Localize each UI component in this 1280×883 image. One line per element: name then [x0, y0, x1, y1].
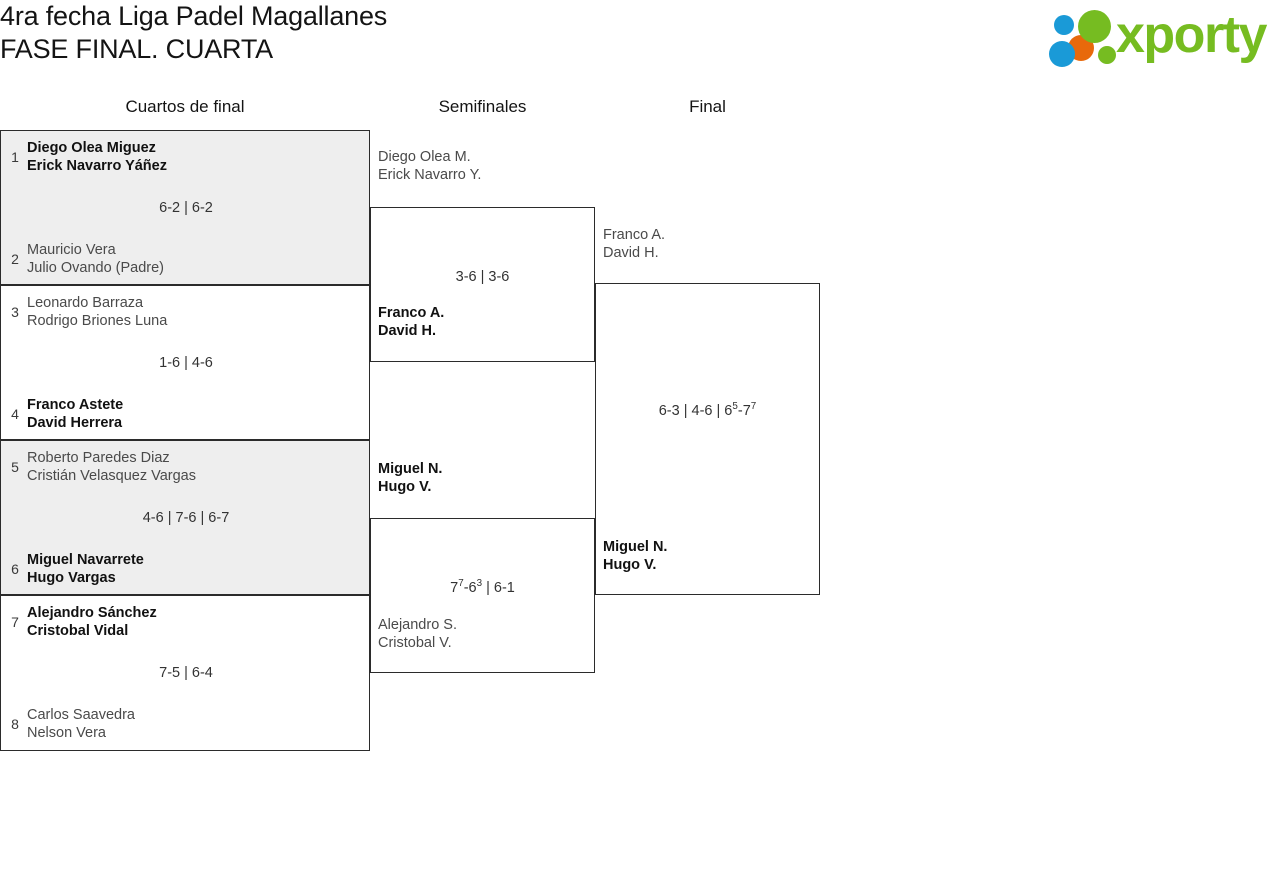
seed-number: 2 — [11, 251, 19, 267]
player-name: Alejandro Sánchez — [27, 605, 157, 621]
player-name: Carlos Saavedra — [27, 707, 135, 723]
page-title: 4ra fecha Liga Padel Magallanes FASE FIN… — [0, 0, 900, 66]
player-name: Diego Olea M. — [378, 149, 471, 165]
tournament-phase: FASE FINAL. CUARTA — [0, 34, 273, 64]
player-name: Hugo V. — [603, 557, 657, 573]
team-entry: Diego Olea M. Erick Navarro Y. — [378, 148, 593, 184]
match-score: 3-6 | 3-6 — [455, 269, 510, 285]
team-entry: Mauricio Vera Julio Ovando (Padre) — [27, 241, 362, 277]
team-entry: Alejandro S. Cristobal V. — [378, 616, 593, 652]
seed-number: 5 — [11, 459, 19, 475]
player-name: Diego Olea Miguez — [27, 140, 156, 156]
match-final[interactable]: 6-3 | 4-6 | 65-77 — [595, 283, 820, 595]
match-quarterfinal-4[interactable]: 7 Alejandro Sánchez Cristobal Vidal 7-5 … — [0, 595, 370, 751]
match-quarterfinal-1[interactable]: 1 Diego Olea Miguez Erick Navarro Yáñez … — [0, 130, 370, 285]
player-name: David Herrera — [27, 415, 123, 431]
match-score: 6-3 | 4-6 | 65-77 — [658, 401, 757, 419]
match-score: 77-63 | 6-1 — [450, 578, 515, 596]
team-entry: Leonardo Barraza Rodrigo Briones Luna — [27, 294, 362, 330]
player-name: Julio Ovando (Padre) — [27, 260, 165, 276]
player-name: Cristián Velasquez Vargas — [27, 468, 196, 484]
player-name: Franco Astete — [27, 397, 124, 413]
match-score: 7-5 | 6-4 — [159, 665, 213, 681]
player-name: Franco A. — [378, 305, 445, 321]
logo-dot-green-small-icon — [1098, 46, 1116, 64]
player-name: Erick Navarro Y. — [378, 167, 482, 183]
player-name: Leonardo Barraza — [27, 295, 144, 311]
team-entry: Franco A. David H. — [603, 226, 818, 262]
player-name: Erick Navarro Yáñez — [27, 158, 167, 174]
player-name: Alejandro S. — [378, 617, 457, 633]
match-semifinal-1[interactable]: 3-6 | 3-6 — [370, 207, 595, 362]
player-name: Franco A. — [603, 227, 666, 243]
match-quarterfinal-2[interactable]: 3 Leonardo Barraza Rodrigo Briones Luna … — [0, 285, 370, 440]
seed-number: 8 — [11, 716, 19, 732]
team-entry: Miguel N. Hugo V. — [378, 460, 593, 496]
seed-number: 4 — [11, 406, 19, 422]
player-name: David H. — [378, 323, 437, 339]
logo-wordmark: xporty — [1116, 6, 1267, 64]
round-header-semifinals: Semifinales — [438, 97, 527, 116]
player-name: David H. — [603, 245, 659, 261]
team-entry: Carlos Saavedra Nelson Vera — [27, 706, 362, 742]
match-score: 6-2 | 6-2 — [159, 200, 213, 216]
team-entry: Roberto Paredes Diaz Cristián Velasquez … — [27, 449, 362, 485]
logo-dot-blue-large-icon — [1049, 41, 1075, 67]
round-header-quarterfinals: Cuartos de final — [125, 97, 245, 116]
round-header-final: Final — [689, 97, 726, 116]
match-quarterfinal-3[interactable]: 5 Roberto Paredes Diaz Cristián Velasque… — [0, 440, 370, 595]
player-name: Cristobal Vidal — [27, 623, 129, 639]
xporty-logo[interactable]: xporty — [1048, 6, 1278, 68]
logo-dot-blue-small-icon — [1054, 15, 1074, 35]
team-entry: Diego Olea Miguez Erick Navarro Yáñez — [27, 139, 362, 175]
player-name: Rodrigo Briones Luna — [27, 313, 168, 329]
player-name: Miguel N. — [603, 539, 668, 555]
team-entry-champion: Miguel N. Hugo V. — [603, 538, 818, 574]
player-name: Mauricio Vera — [27, 242, 116, 258]
player-name: Miguel N. — [378, 461, 443, 477]
seed-number: 3 — [11, 304, 19, 320]
player-name: Hugo Vargas — [27, 570, 116, 586]
player-name: Roberto Paredes Diaz — [27, 450, 170, 466]
player-name: Nelson Vera — [27, 725, 106, 741]
team-entry: Franco A. David H. — [378, 304, 593, 340]
player-name: Cristobal V. — [378, 635, 452, 651]
tournament-bracket: 1 Diego Olea Miguez Erick Navarro Yáñez … — [0, 130, 900, 760]
player-name: Hugo V. — [378, 479, 432, 495]
match-score: 1-6 | 4-6 — [159, 355, 213, 371]
logo-dots-icon — [1048, 8, 1122, 67]
seed-number: 1 — [11, 149, 19, 165]
team-entry: Franco Astete David Herrera — [27, 396, 362, 432]
match-semifinal-2[interactable]: 77-63 | 6-1 — [370, 518, 595, 673]
tournament-name: 4ra fecha Liga Padel Magallanes — [0, 1, 388, 31]
team-entry: Miguel Navarrete Hugo Vargas — [27, 551, 362, 587]
player-name: Miguel Navarrete — [27, 552, 144, 568]
logo-dot-green-large-icon — [1078, 10, 1111, 43]
team-entry: Alejandro Sánchez Cristobal Vidal — [27, 604, 362, 640]
seed-number: 6 — [11, 561, 19, 577]
seed-number: 7 — [11, 614, 19, 630]
match-score: 4-6 | 7-6 | 6-7 — [142, 510, 230, 526]
